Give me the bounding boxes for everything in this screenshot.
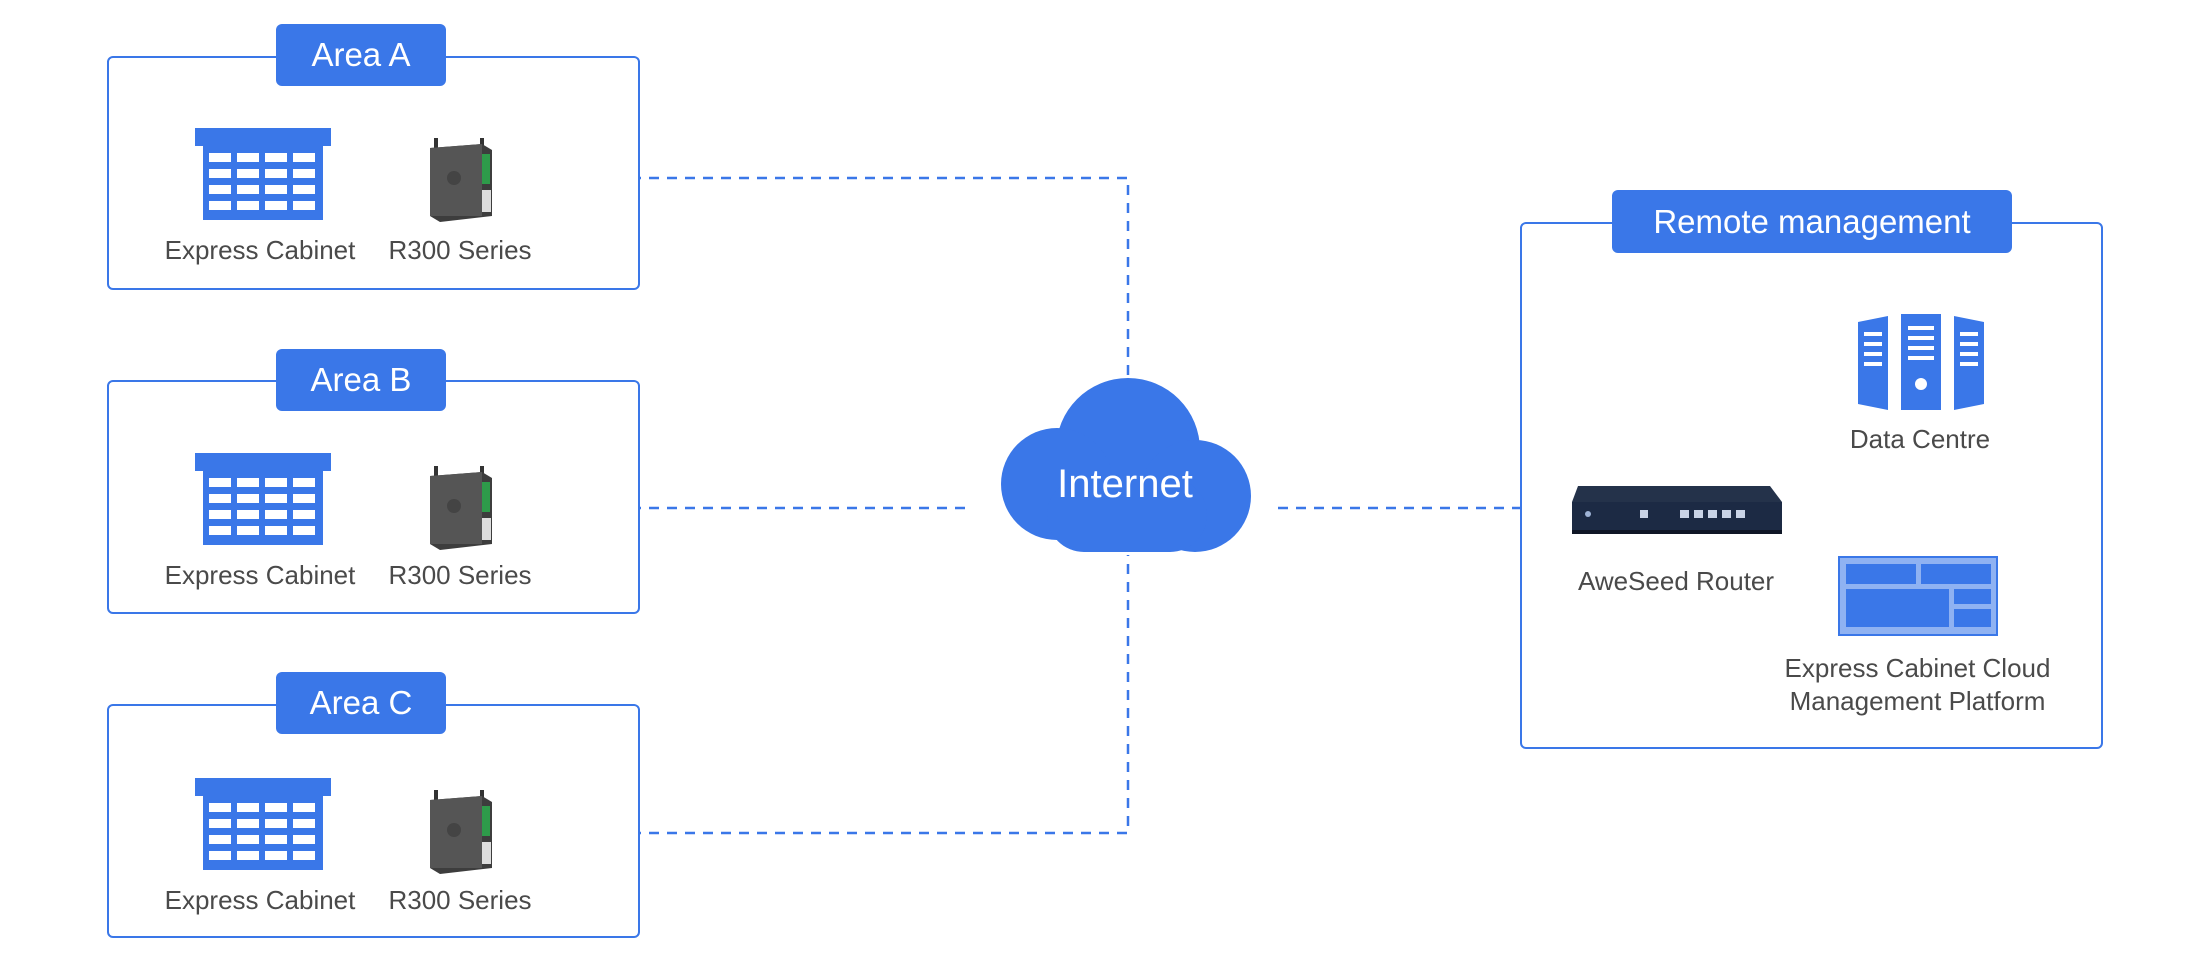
platform-label-line1: Express Cabinet Cloud: [1784, 653, 2051, 683]
aweseed-router-label: AweSeed Router: [1577, 566, 1775, 596]
express-cabinet-icon: [195, 128, 331, 220]
platform-label-line2: Management Platform: [1789, 686, 2046, 716]
area-c-title: Area C: [276, 672, 446, 734]
area-b-title: Area B: [276, 349, 446, 411]
area-b-cabinet-label: Express Cabinet: [164, 560, 356, 590]
area-c-box: [107, 704, 640, 938]
area-a-title: Area A: [276, 24, 446, 86]
link-a-internet: [505, 176, 1130, 382]
r300-router-icon: [430, 790, 492, 874]
server-icon: [1858, 314, 1984, 410]
cloud-icon: [1001, 378, 1251, 552]
r300-router-icon: [430, 466, 492, 550]
area-a-router-label: R300 Series: [388, 235, 532, 265]
area-a-box: [107, 56, 640, 290]
data-centre-label: Data Centre: [1849, 424, 1991, 454]
area-c-router-label: R300 Series: [388, 885, 532, 915]
area-b-router-label: R300 Series: [388, 560, 532, 590]
internet-label: Internet: [1057, 462, 1193, 506]
area-a-cabinet-label: Express Cabinet: [164, 235, 356, 265]
area-c-cabinet-label: Express Cabinet: [164, 885, 356, 915]
remote-management-box: [1520, 222, 2103, 749]
link-c-internet: [505, 555, 1130, 835]
r300-router-icon: [430, 138, 492, 222]
remote-management-title: Remote management: [1612, 190, 2012, 253]
platform-screen-icon: [1838, 556, 1998, 636]
express-cabinet-icon: [195, 778, 331, 870]
aweseed-router-icon: [1572, 486, 1782, 534]
express-cabinet-icon: [195, 453, 331, 545]
